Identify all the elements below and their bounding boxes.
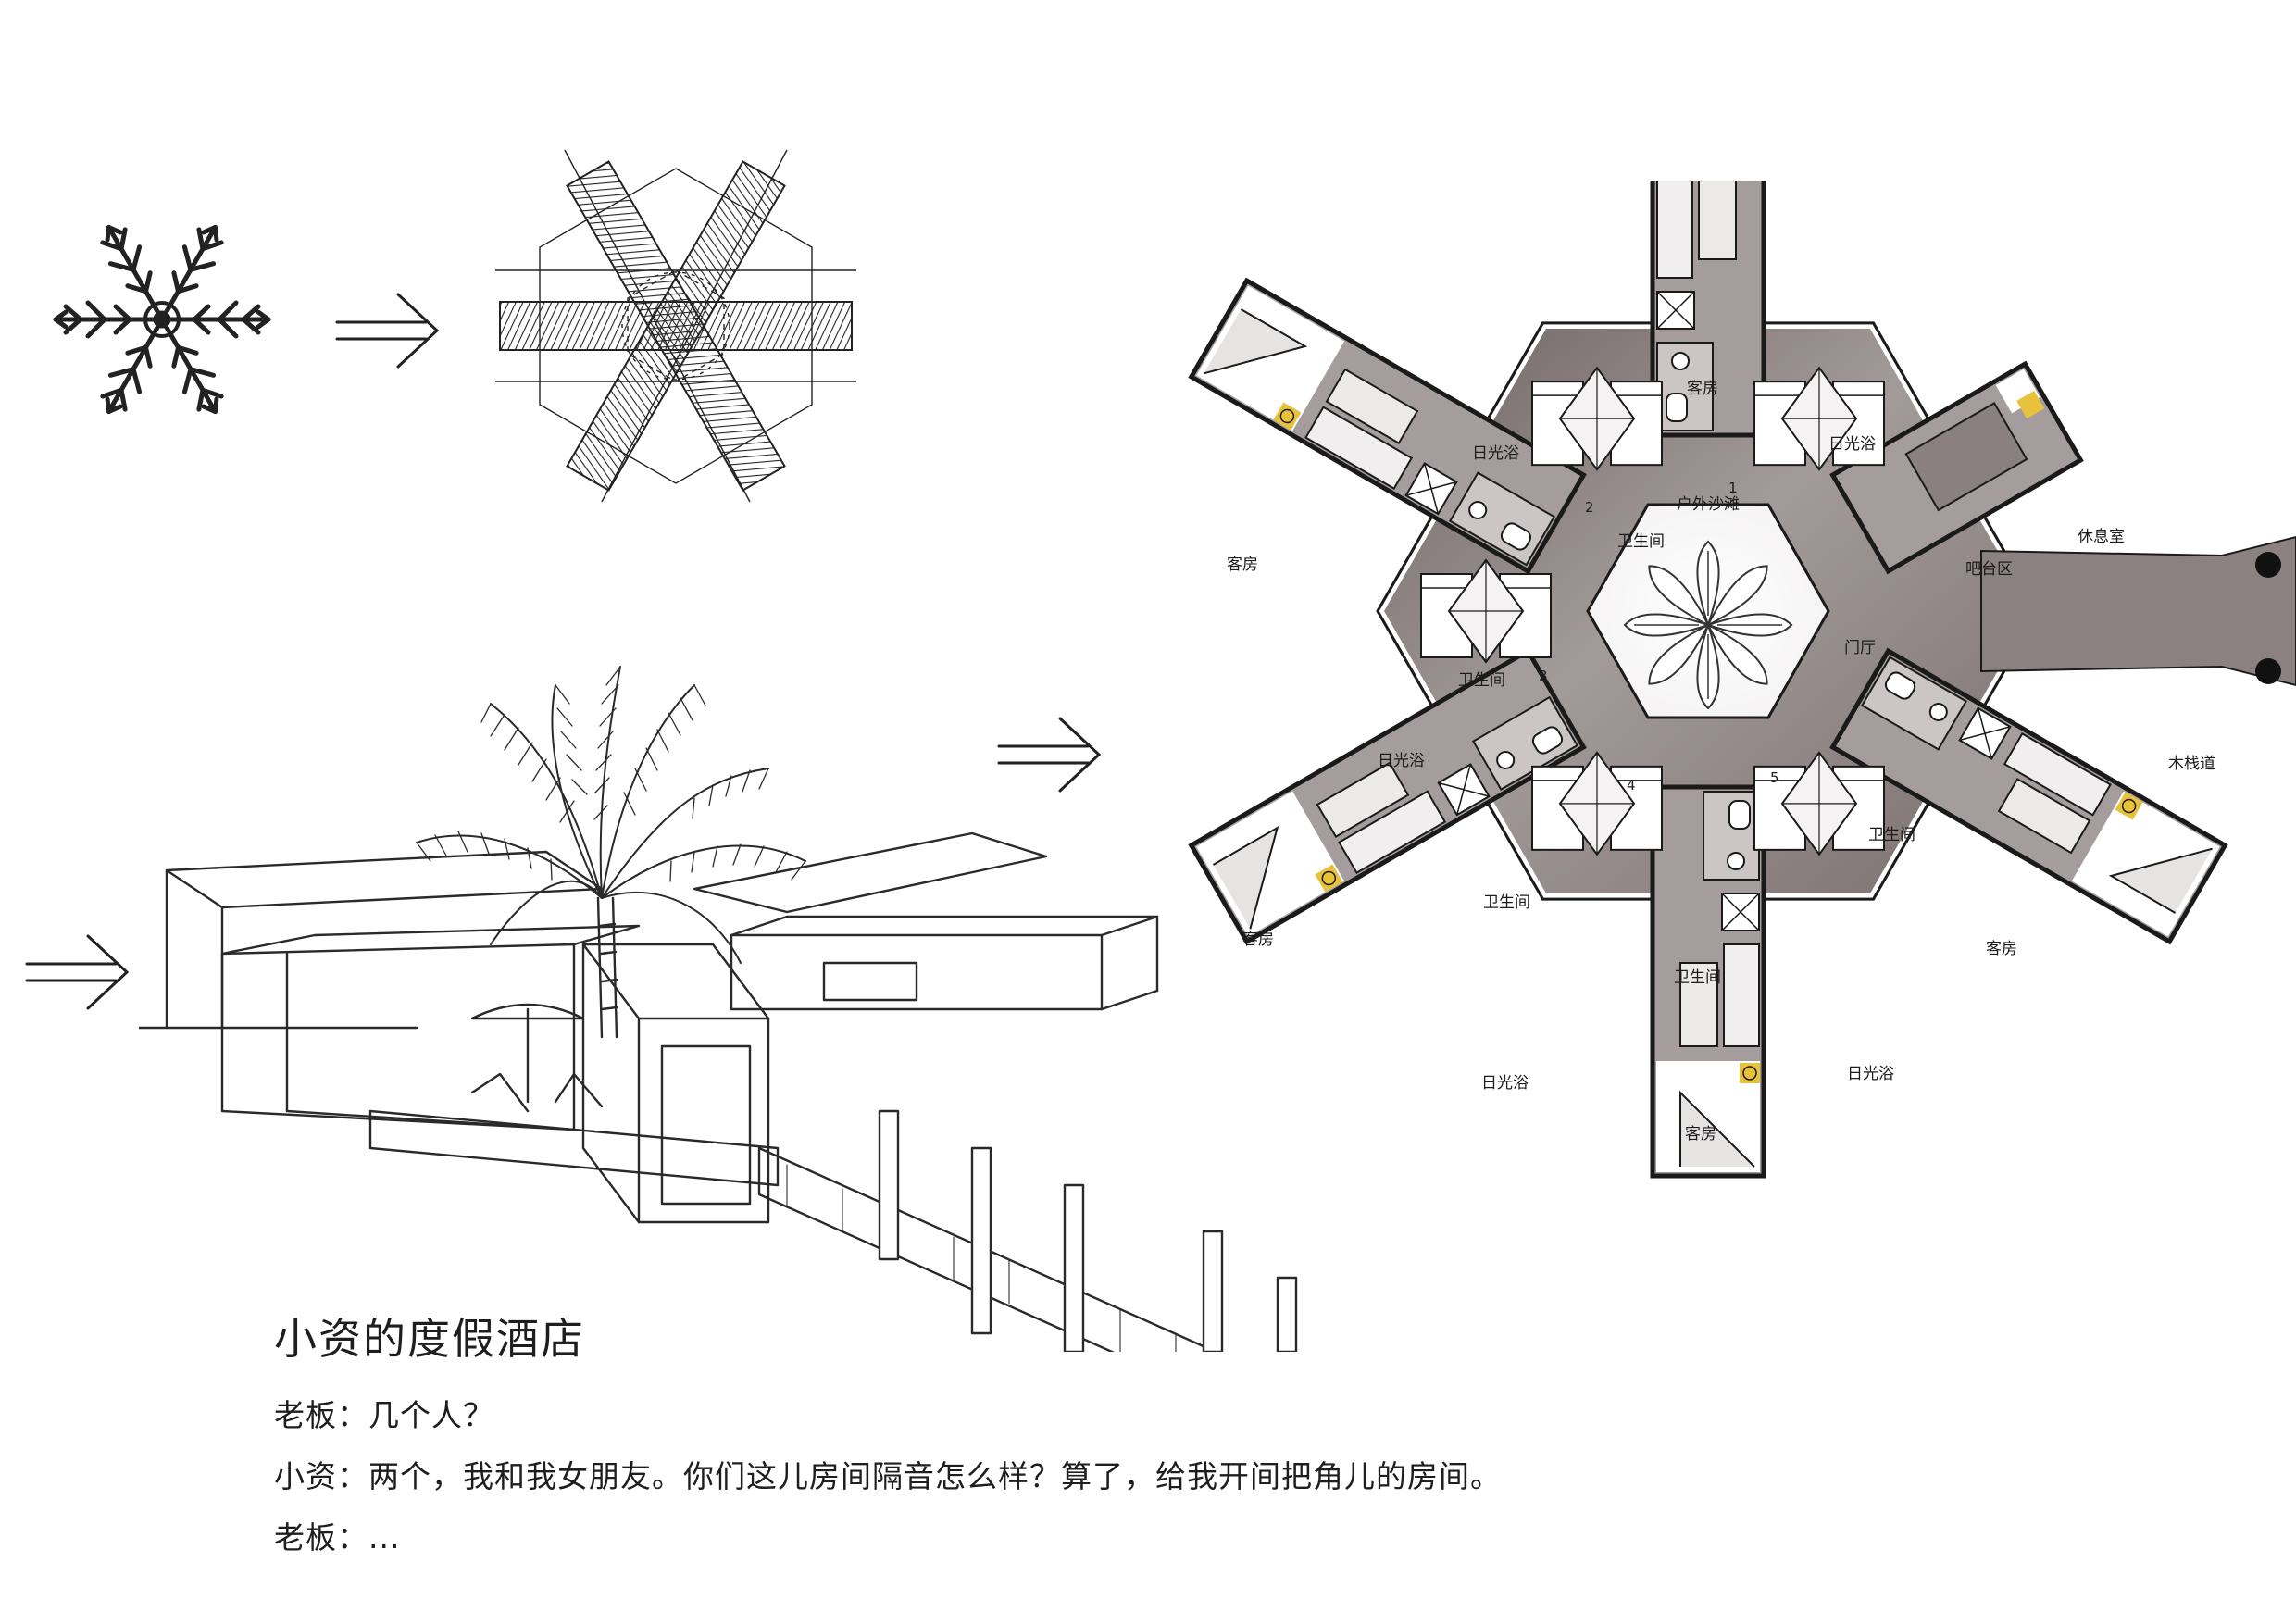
snowflake-icon (46, 213, 271, 426)
room-label-bathroom: 卫生间 (1483, 893, 1530, 912)
page-title: 小资的度假酒店 (274, 1314, 585, 1364)
room-label-guest: 客房 (1227, 556, 1258, 574)
room-label-sunbath: 日光浴 (1472, 444, 1519, 463)
double-arrow-icon (997, 717, 1102, 793)
door-number: 3 (1539, 668, 1548, 684)
room-label-lobby: 门厅 (1844, 639, 1876, 657)
door-number: 1 (1728, 480, 1738, 496)
room-label-bathroom: 卫生间 (1617, 532, 1665, 551)
room-label-bathroom: 卫生间 (1458, 671, 1505, 690)
hatched-star-diagram (495, 149, 856, 503)
double-arrow-icon (335, 293, 440, 369)
room-label-sunbath: 日光浴 (1378, 752, 1425, 770)
room-label-guest: 客房 (1687, 380, 1718, 398)
center-label: 户外沙滩 (1677, 495, 1740, 514)
room-label-guest: 客房 (1685, 1125, 1716, 1143)
room-label-sunbath: 日光浴 (1481, 1074, 1529, 1093)
dialogue-line: 老板：... (274, 1519, 401, 1555)
dialogue-line: 老板：几个人？ (274, 1397, 494, 1433)
room-label-bar: 吧台区 (1965, 560, 2013, 579)
perspective-sketch (139, 666, 1298, 1352)
room-label-guest: 客房 (1986, 940, 2017, 958)
room-label-guest: 客房 (1242, 931, 1274, 949)
door-number: 5 (1770, 769, 1779, 786)
room-label-sunbath: 日光浴 (1828, 435, 1876, 454)
hexagonal-floor-plan: 户外沙滩 客房 客房 客房 客房 客房 日光浴 日光浴 日光浴 日光浴 日光浴 … (1129, 181, 2296, 1352)
room-label-bathroom: 卫生间 (1868, 826, 1915, 844)
room-label-bathroom: 卫生间 (1674, 968, 1721, 987)
room-label-boardwalk: 木栈道 (2168, 755, 2215, 773)
door-number: 2 (1585, 499, 1594, 516)
double-arrow-icon (25, 934, 130, 1010)
room-label-lounge: 休息室 (2078, 528, 2125, 546)
dialogue-line: 小资：两个，我和我女朋友。你们这儿房间隔音怎么样？算了，给我开间把角儿的房间。 (274, 1458, 1502, 1494)
room-label-sunbath: 日光浴 (1847, 1065, 1894, 1083)
door-number: 4 (1627, 777, 1636, 793)
